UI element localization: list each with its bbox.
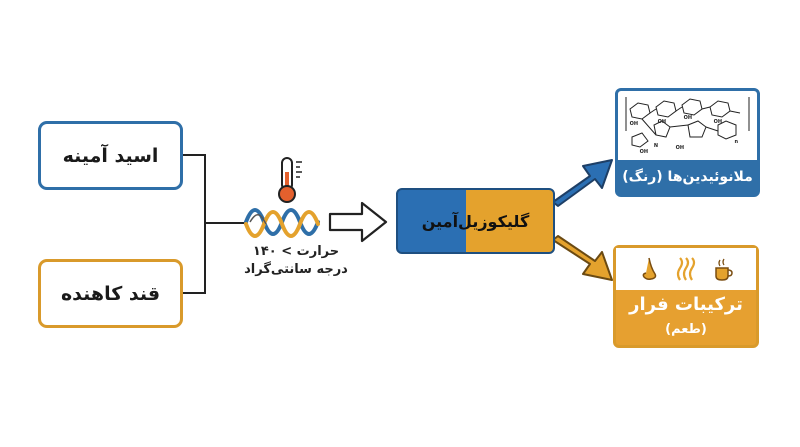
svg-text:N: N — [654, 143, 658, 149]
svg-text:n: n — [734, 139, 738, 145]
steam-icon — [676, 257, 696, 281]
nose-icon — [642, 257, 657, 280]
volatiles-box: ترکیبات فرار (طعم) — [613, 245, 759, 348]
svg-text:OH: OH — [684, 115, 692, 121]
heat-condition-line2: درجه سانتی‌گراد — [244, 262, 348, 277]
reducing-sugar-label: قند کاهنده — [60, 282, 161, 305]
arrow-to-melanoidins — [552, 159, 613, 207]
arrow-to-volatiles — [552, 235, 613, 281]
volatiles-subtitle: (طعم) — [665, 322, 707, 337]
input-bracket-line — [183, 154, 206, 294]
polymer-structure-icon: OH OH OH OH Nn OH OH — [625, 97, 750, 155]
glycosylamine-box: گلیکوزیل‌آمین — [396, 188, 555, 254]
svg-text:OH: OH — [676, 145, 684, 151]
volatiles-icon-row — [616, 248, 756, 290]
glycosylamine-label: گلیکوزیل‌آمین — [421, 211, 530, 231]
svg-text:OH: OH — [658, 119, 666, 125]
svg-text:OH: OH — [630, 121, 638, 127]
svg-text:OH: OH — [714, 119, 722, 125]
coffee-cup-icon — [715, 258, 733, 281]
amino-acid-label: اسید آمینه — [62, 144, 159, 167]
thermometer-icon — [278, 157, 302, 203]
heat-wave-icon — [244, 208, 320, 238]
arrow-to-intermediate — [328, 201, 388, 243]
amino-acid-box: اسید آمینه — [38, 121, 183, 190]
reducing-sugar-box: قند کاهنده — [38, 259, 183, 328]
volatiles-title: ترکیبات فرار — [629, 294, 743, 315]
melanoidins-label: ملانوئیدین‌ها (رنگ) — [618, 160, 757, 194]
heat-condition-line1: حرارت > ۱۴۰ — [252, 244, 340, 259]
svg-text:OH: OH — [640, 149, 648, 155]
